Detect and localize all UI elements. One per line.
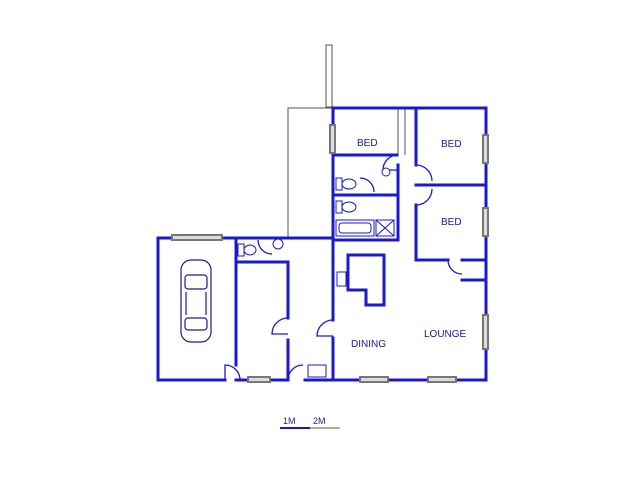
car-icon bbox=[180, 259, 212, 343]
room-label-bed-1: BED bbox=[357, 138, 378, 149]
room-label-lounge: LOUNGE bbox=[424, 329, 467, 340]
room-label-bed-2: BED bbox=[441, 139, 462, 150]
room-label-dining: DINING bbox=[351, 339, 386, 350]
scale-label-1m: 1M bbox=[283, 416, 296, 426]
scale-bar bbox=[280, 427, 340, 429]
doors bbox=[224, 154, 463, 381]
windows bbox=[171, 124, 489, 383]
scale-label-2m: 2M bbox=[313, 416, 326, 426]
room-label-bed-3: BED bbox=[441, 217, 462, 228]
fixtures bbox=[237, 167, 395, 378]
